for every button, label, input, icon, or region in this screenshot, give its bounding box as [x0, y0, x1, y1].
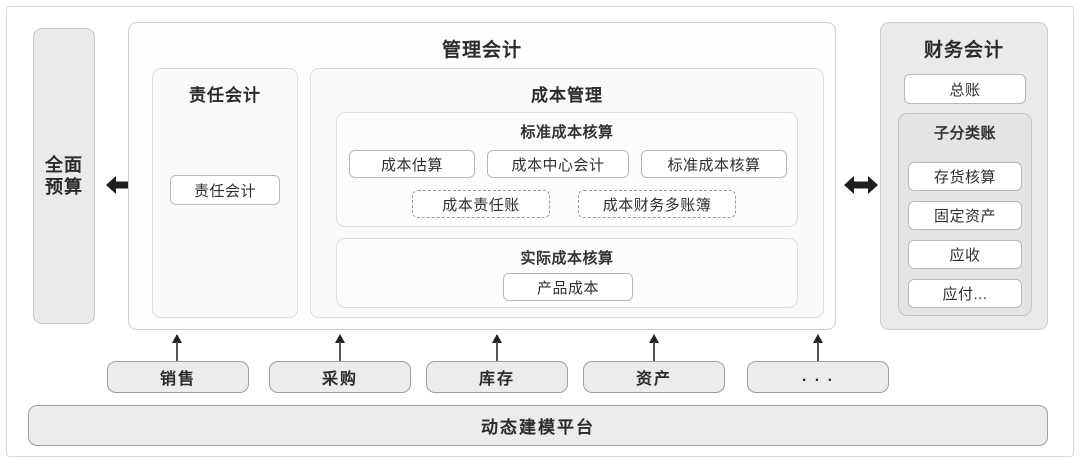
module-inventory-label: 库存 — [478, 371, 515, 388]
management-accounting-title: 管理会计 — [441, 40, 522, 61]
item-cost-finance-multi-ledger-label: 成本财务多账簿 — [602, 196, 712, 214]
module-procurement[interactable]: 采购 — [269, 361, 411, 393]
item-cost-estimate[interactable]: 成本估算 — [349, 150, 475, 178]
item-accounts-payable[interactable]: 应付... — [908, 279, 1022, 308]
item-responsibility-accounting-label: 责任会计 — [193, 182, 256, 200]
budget-label-line2: 预算 — [45, 177, 83, 197]
financial-accounting-title: 财务会计 — [923, 40, 1004, 61]
budget-panel-label: 全面 预算 — [34, 29, 94, 323]
module-arrow-sales — [171, 334, 183, 361]
item-standard-cost-accounting-label: 标准成本核算 — [667, 156, 761, 174]
dynamic-modeling-platform[interactable]: 动态建模平台 — [28, 405, 1048, 446]
module-assets[interactable]: 资产 — [583, 361, 725, 393]
budget-panel[interactable]: 全面 预算 — [33, 28, 95, 324]
item-fixed-assets[interactable]: 固定资产 — [908, 201, 1022, 230]
module-arrow-procurement — [334, 334, 346, 361]
item-general-ledger-label: 总账 — [949, 81, 981, 99]
item-accounts-receivable-label: 应收 — [949, 247, 981, 264]
item-standard-cost-accounting[interactable]: 标准成本核算 — [641, 150, 787, 178]
item-accounts-payable-label: 应付... — [942, 286, 988, 303]
item-responsibility-accounting[interactable]: 责任会计 — [170, 175, 280, 205]
item-cost-estimate-label: 成本估算 — [380, 156, 443, 174]
sub-ledger-title: 子分类账 — [933, 125, 996, 142]
item-inventory-accounting[interactable]: 存货核算 — [908, 162, 1022, 191]
item-product-cost-label: 产品成本 — [536, 279, 599, 297]
item-accounts-receivable[interactable]: 应收 — [908, 240, 1022, 269]
module-arrow-assets — [648, 334, 660, 361]
item-general-ledger[interactable]: 总账 — [904, 74, 1026, 104]
item-inventory-accounting-label: 存货核算 — [933, 169, 996, 186]
item-cost-responsibility-ledger-label: 成本责任账 — [442, 196, 520, 214]
item-cost-finance-multi-ledger[interactable]: 成本财务多账簿 — [578, 190, 736, 218]
standard-cost-title: 标准成本核算 — [520, 124, 614, 141]
module-arrow-inventory — [491, 334, 503, 361]
module-assets-label: 资产 — [635, 371, 672, 388]
responsibility-accounting-title: 责任会计 — [189, 86, 261, 105]
item-cost-responsibility-ledger[interactable]: 成本责任账 — [412, 190, 550, 218]
module-more-label: . . . — [801, 368, 835, 385]
module-inventory[interactable]: 库存 — [426, 361, 568, 393]
item-product-cost[interactable]: 产品成本 — [503, 273, 633, 301]
item-cost-center-accounting-label: 成本中心会计 — [511, 156, 605, 174]
module-sales[interactable]: 销售 — [107, 361, 249, 393]
dynamic-modeling-platform-label: 动态建模平台 — [481, 418, 595, 437]
actual-cost-title: 实际成本核算 — [520, 250, 614, 267]
item-cost-center-accounting[interactable]: 成本中心会计 — [487, 150, 629, 178]
management-to-financial-arrow — [843, 174, 879, 196]
item-fixed-assets-label: 固定资产 — [933, 208, 996, 225]
budget-label-line1: 全面 — [45, 154, 83, 175]
cost-management-title: 成本管理 — [531, 86, 603, 105]
module-more[interactable]: . . . — [747, 361, 889, 393]
module-procurement-label: 采购 — [321, 371, 358, 388]
module-arrow-more — [812, 334, 824, 361]
module-sales-label: 销售 — [159, 371, 196, 388]
